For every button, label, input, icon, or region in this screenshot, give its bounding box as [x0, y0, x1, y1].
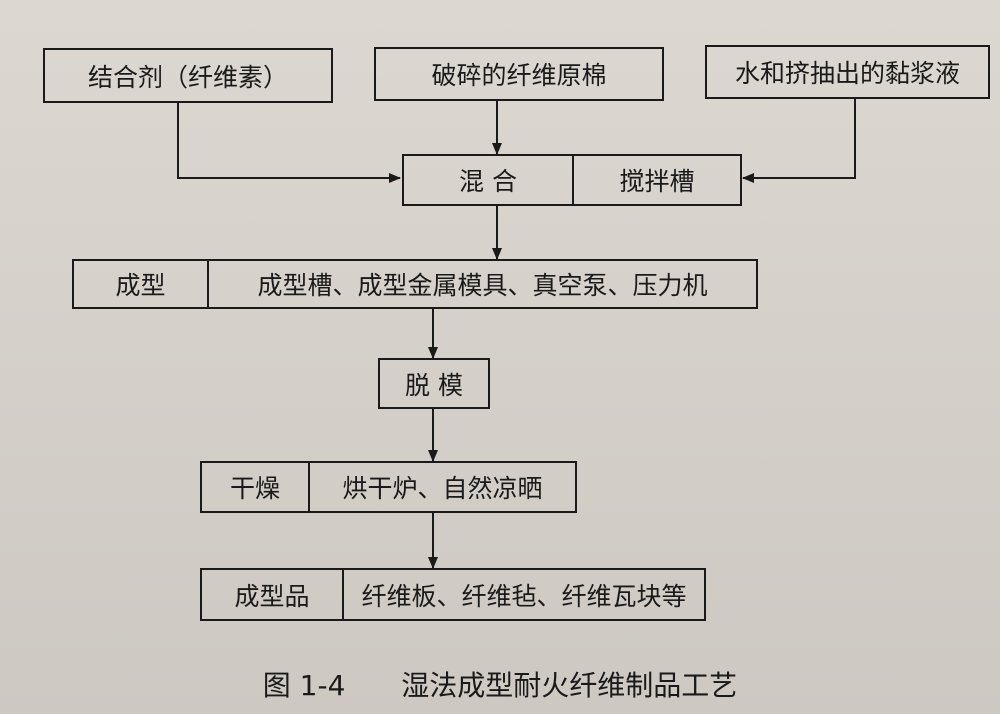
input-box-slurry: 水和挤抽出的黏浆液: [705, 45, 990, 99]
input-box-binder: 结合剂（纤维素）: [43, 48, 333, 103]
input-slurry-label: 水和挤抽出的黏浆液: [734, 59, 960, 88]
step-box-demold: 脱 模: [378, 358, 490, 409]
step-form-equipment: 成型槽、成型金属模具、真空泵、压力机: [207, 261, 756, 307]
step-dry-label: 干燥: [229, 474, 280, 503]
step-mix-equipment: 搅拌槽: [572, 156, 740, 204]
step-box-mix: 混 合 搅拌槽: [402, 154, 742, 206]
input-binder-label: 结合剂（纤维素）: [87, 62, 288, 92]
step-demold-label: 脱 模: [405, 370, 463, 400]
step-box-dry: 干燥 烘干炉、自然凉晒: [200, 461, 577, 513]
figure-title: 湿法成型耐火纤维制品工艺: [401, 669, 738, 702]
figure-number: 图 1-4: [262, 669, 346, 702]
figure-caption: 图 1-4 湿法成型耐火纤维制品工艺: [0, 664, 1000, 704]
step-product-equipment: 纤维板、纤维毡、纤维瓦块等: [342, 570, 704, 619]
input-fiber-label: 破碎的纤维原棉: [431, 61, 607, 90]
arrow-slurry-to-mix: [742, 99, 856, 183]
step-form-label: 成型: [115, 271, 166, 300]
step-product-label: 成型品: [234, 581, 310, 611]
step-mix-label: 混 合: [459, 167, 517, 196]
step-box-form: 成型 成型槽、成型金属模具、真空泵、压力机: [72, 259, 758, 309]
arrow-binder-to-mix: [177, 103, 401, 183]
step-box-product: 成型品 纤维板、纤维毡、纤维瓦块等: [200, 568, 706, 621]
step-dry-equipment: 烘干炉、自然凉晒: [308, 463, 575, 511]
input-box-fiber: 破碎的纤维原棉: [374, 47, 664, 101]
